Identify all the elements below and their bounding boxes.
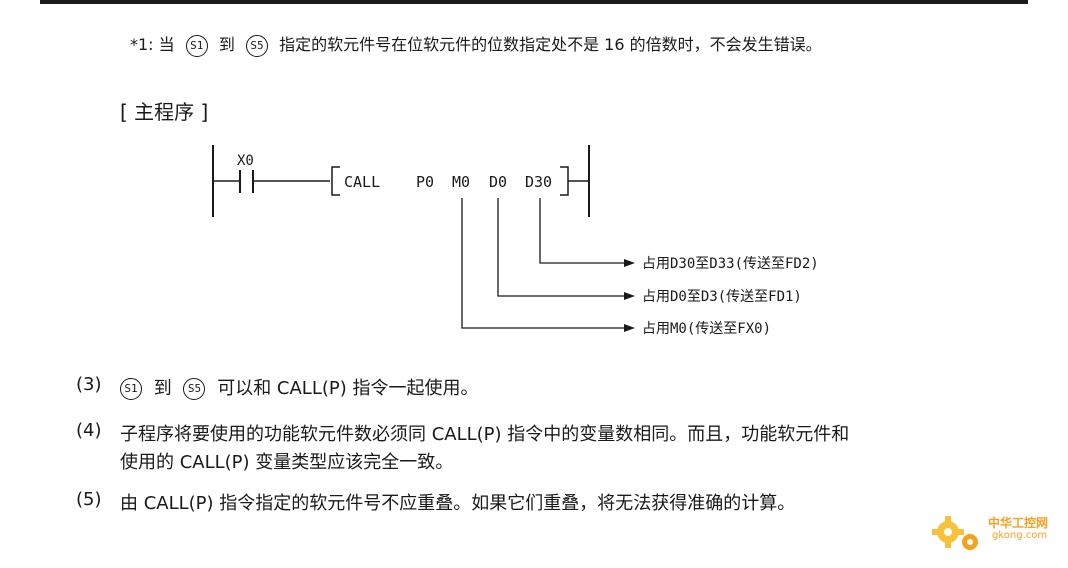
footnote-prefix: *1: 当 xyxy=(130,35,175,54)
leader-line-d0 xyxy=(497,198,625,297)
watermark-brand: 中华工控网 xyxy=(988,516,1049,530)
instruction-left-bracket xyxy=(331,166,340,196)
operand-m0: M0 xyxy=(452,173,470,191)
annotation-d30: 占用D30至D33(传送至FD2) xyxy=(642,256,819,272)
watermark-domain: gkong.com xyxy=(992,530,1048,541)
instruction-name: CALL xyxy=(344,173,380,191)
contact-label: X0 xyxy=(237,153,254,169)
leader-line-d30 xyxy=(539,198,625,264)
operand-d30: D30 xyxy=(525,173,552,191)
operand-s1-symbol: S1 xyxy=(120,378,142,400)
operand-d0: D0 xyxy=(489,173,507,191)
watermark-logo: 中华工控网 gkong.com xyxy=(930,508,1060,560)
operand-s1-symbol: S1 xyxy=(185,34,208,57)
top-rule xyxy=(40,0,1028,4)
item-5-text: 由 CALL(P) 指令指定的软元件号不应重叠。如果它们重叠，将无法获得准确的计… xyxy=(120,493,796,514)
footnote-to: 到 xyxy=(218,35,235,54)
gear-icon xyxy=(932,516,978,550)
arrow-head-d30 xyxy=(624,259,635,267)
instruction-right-bracket xyxy=(560,166,569,196)
item-4-line-2: 使用的 CALL(P) 变量类型应该完全一致。 xyxy=(120,452,454,473)
item-3-to: 到 xyxy=(153,378,172,399)
item-3-text: S1 到 S5 可以和 CALL(P) 指令一起使用。 xyxy=(120,374,478,400)
leader-line-m0 xyxy=(461,198,625,329)
annotation-d0: 占用D0至D3(传送至FD1) xyxy=(642,289,802,305)
item-4-number: (4) xyxy=(76,420,102,441)
section-title: [ 主程序 ] xyxy=(120,100,209,124)
footnote: *1: 当 S1 到 S5 指定的软元件号在位软元件的位数指定处不是 16 的倍… xyxy=(130,31,822,57)
operand-s5-symbol: S5 xyxy=(245,34,268,57)
item-3-number: (3) xyxy=(76,374,102,395)
footnote-text: 指定的软元件号在位软元件的位数指定处不是 16 的倍数时，不会发生错误。 xyxy=(279,35,822,54)
item-4-line-1: 子程序将要使用的功能软元件数必须同 CALL(P) 指令中的变量数相同。而且，功… xyxy=(120,424,850,445)
item-5-number: (5) xyxy=(76,489,102,510)
arrow-head-d0 xyxy=(624,292,635,300)
annotation-m0: 占用M0(传送至FX0) xyxy=(642,321,771,337)
operand-s5-symbol: S5 xyxy=(183,378,206,400)
arrow-head-m0 xyxy=(624,324,635,332)
item-3-body: 可以和 CALL(P) 指令一起使用。 xyxy=(217,378,479,399)
operand-p0: P0 xyxy=(416,173,434,191)
